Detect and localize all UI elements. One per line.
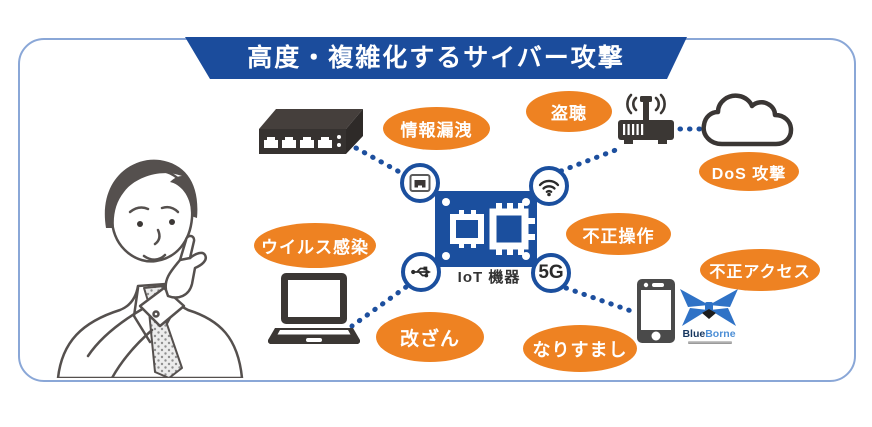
usb-icon [411,266,431,278]
threat-bubble-dos: DoS 攻撃 [699,152,799,191]
wifi-node [529,166,569,206]
wifi-router-icon [618,93,674,144]
threat-bubble-unauthorized-access: 不正アクセス [700,249,820,291]
network-switch-icon [259,109,363,154]
blueborne-label: BlueBorne [672,328,746,340]
ethernet-port-icon [409,174,431,192]
threat-bubble-spoofing: なりすまし [523,325,637,372]
blueborne-label-part2: Borne [705,328,736,340]
threat-bubble-eavesdropping: 盗聴 [526,91,612,132]
title-banner: 高度・複雑化するサイバー攻撃 [185,37,687,79]
line-wifi-router [558,145,624,174]
threat-label: DoS 攻撃 [711,165,787,183]
threat-label: 盗聴 [551,104,587,123]
page-title: 高度・複雑化するサイバー攻撃 [247,43,625,72]
threat-label: 不正操作 [582,226,655,246]
threat-label: 不正アクセス [709,264,811,281]
circuit-board-icon [435,191,537,267]
line-switch-ethernet [353,145,408,178]
ethernet-node [400,163,440,203]
cloud-icon [701,93,794,147]
usb-node [401,252,441,292]
blueborne-label-part1: Blue [682,328,706,340]
threat-label: 改ざん [399,328,460,350]
threat-bubble-unauthorized-operation: 不正操作 [566,213,671,255]
5g-node: 5G [531,253,571,293]
thinking-person-illustration [56,159,244,378]
5g-badge: 5G [538,262,564,283]
wifi-icon [538,179,560,197]
threat-bubble-info-leak: 情報漏洩 [383,107,490,150]
blueborne-logo [680,289,738,326]
iot-device-label: IoT 機器 [457,269,521,286]
line-5g-phone [563,285,637,315]
threat-bubble-virus: ウイルス感染 [254,223,376,268]
line-usb-laptop [349,284,409,329]
threat-bubble-tampering: 改ざん [376,312,484,362]
laptop-icon [268,273,360,345]
smartphone-icon [637,279,675,343]
threat-label: 情報漏洩 [400,121,473,140]
threat-label: ウイルス感染 [261,238,369,257]
blueborne-underline [688,341,732,344]
threat-label: なりすまし [532,339,628,360]
